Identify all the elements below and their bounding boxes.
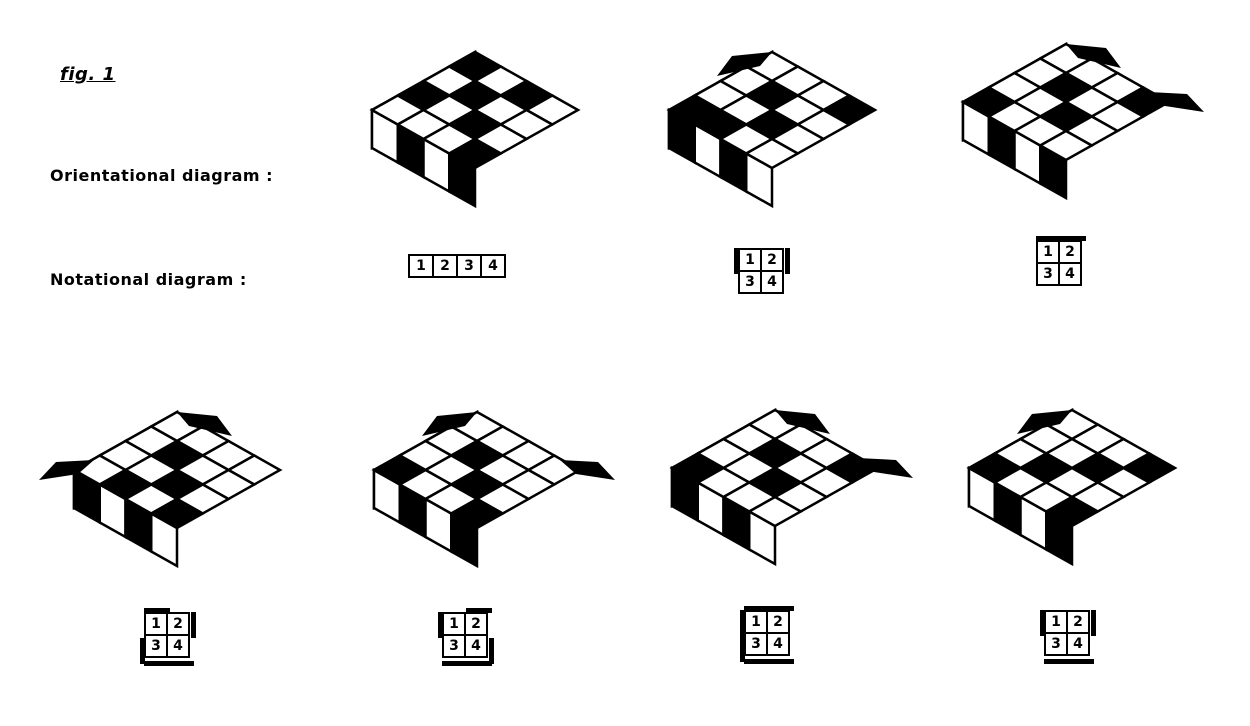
notation-cell: 2 bbox=[766, 610, 790, 634]
notation-cell: 1 bbox=[738, 248, 762, 272]
notation-cell: 4 bbox=[480, 254, 506, 278]
orientation-flap bbox=[1017, 410, 1072, 434]
notation-cell: 1 bbox=[408, 254, 434, 278]
notation-cell: 2 bbox=[760, 248, 784, 272]
notation-cell: 3 bbox=[456, 254, 482, 278]
top-tile bbox=[148, 497, 206, 530]
orientation-flap bbox=[422, 412, 477, 436]
notation-cell: 1 bbox=[144, 612, 168, 636]
top-tile bbox=[746, 495, 804, 528]
notation-cell: 2 bbox=[166, 612, 190, 636]
orientation-flap bbox=[39, 460, 94, 480]
figure-label: fig. 1 bbox=[60, 64, 116, 85]
notation-cell: 4 bbox=[166, 634, 190, 658]
notation-cell: 3 bbox=[738, 270, 762, 294]
notation-cell: 2 bbox=[432, 254, 458, 278]
top-tile bbox=[448, 497, 506, 530]
orientation-flap bbox=[775, 410, 830, 434]
notation-d1: 1 2 3 4 bbox=[408, 254, 506, 278]
notation-cell: 1 bbox=[1036, 240, 1060, 264]
notation-cell: 1 bbox=[442, 612, 466, 636]
notation-cell: 3 bbox=[1044, 632, 1068, 656]
top-tile bbox=[446, 137, 504, 170]
orientation-flap bbox=[717, 52, 772, 76]
orientation-flap bbox=[177, 412, 232, 436]
orientation-flap bbox=[858, 458, 913, 478]
notation-cell: 4 bbox=[766, 632, 790, 656]
notation-cell: 2 bbox=[1066, 610, 1090, 634]
notational-diagram-label: Notational diagram : bbox=[50, 270, 247, 289]
notation-cell: 3 bbox=[144, 634, 168, 658]
notation-cell: 4 bbox=[1066, 632, 1090, 656]
notation-cell: 3 bbox=[442, 634, 466, 658]
notation-cell: 3 bbox=[1036, 262, 1060, 286]
notation-cell: 1 bbox=[1044, 610, 1068, 634]
orientation-flap bbox=[560, 460, 615, 480]
notation-cell: 1 bbox=[744, 610, 768, 634]
top-tile bbox=[1043, 495, 1101, 528]
notation-cell: 2 bbox=[464, 612, 488, 636]
notation-cell: 3 bbox=[744, 632, 768, 656]
notation-cell: 4 bbox=[464, 634, 488, 658]
orientational-diagram-label: Orientational diagram : bbox=[50, 166, 274, 185]
notation-cell: 4 bbox=[760, 270, 784, 294]
notation-cell: 4 bbox=[1058, 262, 1082, 286]
top-tile bbox=[1037, 129, 1095, 162]
orientation-flap bbox=[1149, 92, 1204, 112]
top-tile bbox=[743, 137, 801, 170]
notation-cell: 2 bbox=[1058, 240, 1082, 264]
orientation-flap bbox=[1066, 44, 1121, 68]
